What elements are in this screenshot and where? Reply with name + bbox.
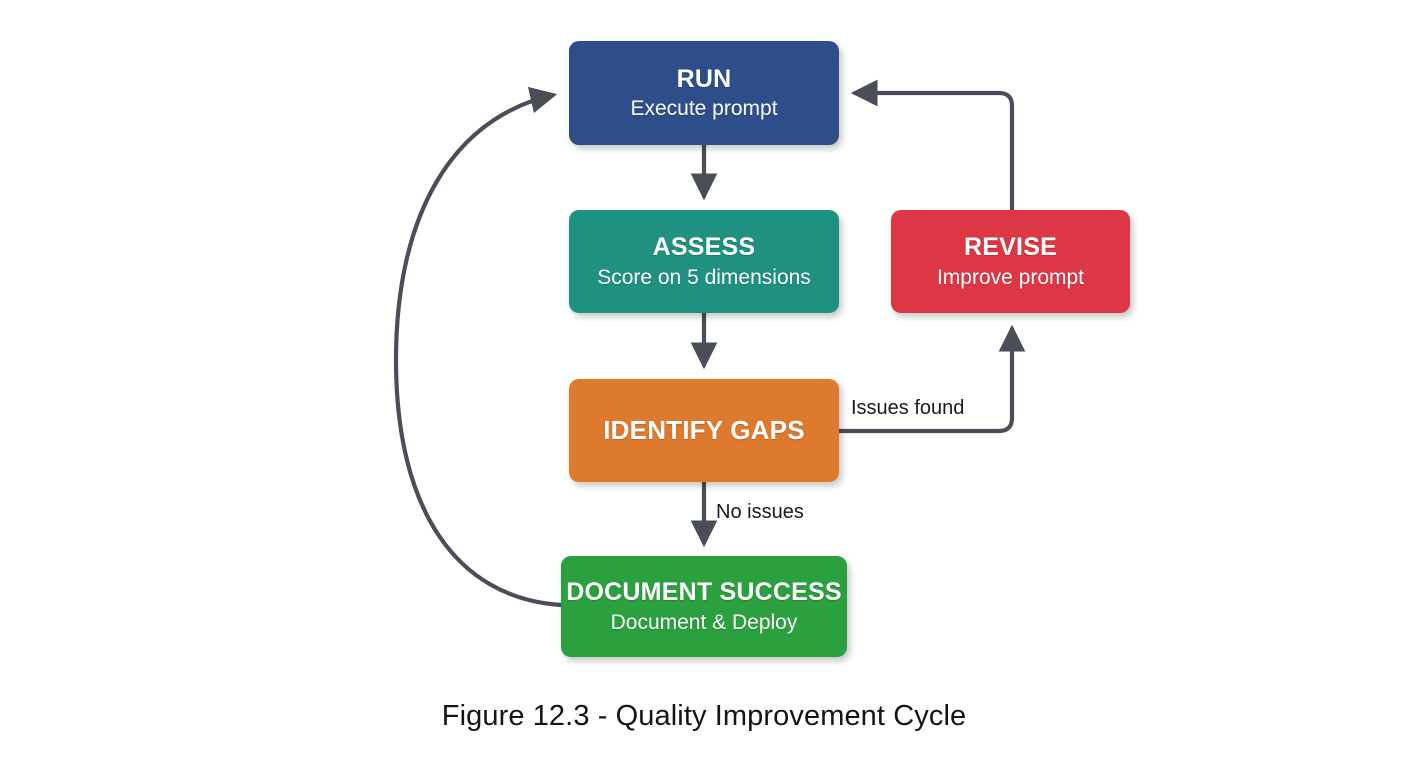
node-document-success[interactable]: DOCUMENT SUCCESS Document & Deploy: [561, 556, 847, 657]
edge-document-to-run: [393, 86, 564, 608]
node-assess[interactable]: ASSESS Score on 5 dimensions: [569, 210, 839, 313]
node-revise-subtitle: Improve prompt: [936, 265, 1085, 289]
node-identify-gaps[interactable]: IDENTIFY GAPS: [569, 379, 839, 482]
edge-identify-to-revise: [836, 324, 1026, 434]
edge-label-issues-found: Issues found: [851, 397, 965, 419]
node-revise[interactable]: REVISE Improve prompt: [891, 210, 1130, 313]
node-run[interactable]: RUN Execute prompt: [569, 41, 839, 145]
node-run-subtitle: Execute prompt: [630, 97, 778, 121]
node-document-success-title: DOCUMENT SUCCESS: [566, 578, 842, 607]
node-run-title: RUN: [676, 64, 732, 93]
edge-label-no-issues: No issues: [716, 501, 804, 523]
edge-revise-to-run: [850, 79, 1015, 213]
node-assess-title: ASSESS: [652, 233, 756, 262]
node-identify-gaps-title: IDENTIFY GAPS: [603, 414, 805, 445]
node-revise-title: REVISE: [964, 233, 1057, 262]
figure-caption: Figure 12.3 - Quality Improvement Cycle: [441, 700, 967, 732]
node-document-success-subtitle: Document & Deploy: [610, 610, 798, 634]
node-assess-subtitle: Score on 5 dimensions: [597, 265, 811, 289]
